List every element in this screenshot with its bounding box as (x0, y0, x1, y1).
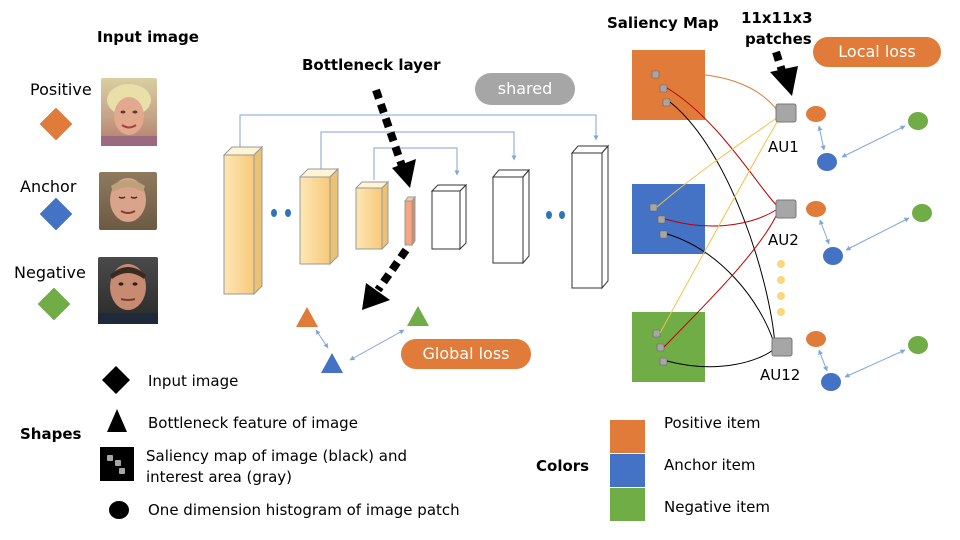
skip-connections (239, 114, 599, 180)
local-loss-pill: Local loss (813, 37, 941, 67)
shapes-legend-title: Shapes (20, 425, 82, 443)
au12-box (771, 337, 793, 357)
patches-arrowhead (770, 66, 798, 96)
triangle-distance-arrows (315, 329, 405, 361)
colors-legend-anchor: Anchor item (664, 456, 756, 474)
diamond-anchor (39, 197, 73, 231)
legend-diamond-icon (102, 366, 130, 394)
legend-triangle-icon (107, 409, 127, 432)
shared-label: shared (497, 79, 553, 98)
ellipsis-dots-left (271, 209, 291, 217)
triangle-negative (407, 306, 429, 326)
negative-label: Negative (14, 263, 86, 282)
bottleneck-layer-title: Bottleneck layer (302, 56, 441, 74)
ellipsis-dots-right (546, 211, 565, 219)
decoder-block-3 (570, 144, 610, 290)
global-loss-label: Global loss (422, 344, 510, 363)
shapes-legend-item-bottleneck: Bottleneck feature of image (148, 414, 358, 432)
au1-box (775, 103, 797, 123)
histograms-au1 (806, 106, 928, 171)
bottleneck-arrowhead-up (362, 283, 390, 310)
triangle-positive (296, 307, 318, 327)
bottleneck-arrowhead-down (392, 159, 416, 188)
au-ellipsis-dots (777, 260, 785, 316)
au12-label: AU12 (760, 366, 801, 384)
patches-label-line1: 11x11x3 (741, 9, 813, 27)
colors-legend-title: Colors (536, 457, 590, 475)
diamond-positive (39, 107, 73, 141)
bottleneck-arrow-down (372, 88, 406, 168)
patches-label-line2: patches (745, 30, 812, 48)
legend-anchor-swatch (610, 454, 645, 487)
histograms-au12 (806, 331, 928, 391)
decoder-block-1 (430, 183, 468, 251)
saliency-map-negative (632, 312, 705, 382)
decoder-block-2 (491, 168, 531, 265)
anchor-face-image (99, 172, 157, 230)
input-image-title: Input image (97, 28, 199, 46)
shapes-legend-item-input: Input image (148, 372, 239, 390)
encoder-block-2 (298, 167, 340, 266)
au2-label: AU2 (768, 231, 799, 249)
legend-circle-icon (109, 501, 129, 519)
saliency-map-title: Saliency Map (607, 14, 719, 32)
encoder-block-1 (222, 145, 264, 296)
saliency-map-anchor (632, 184, 705, 254)
histograms-au2 (806, 201, 932, 265)
anchor-label: Anchor (20, 177, 77, 196)
shapes-legend-item-saliency-1: Saliency map of image (black) and (146, 447, 407, 465)
positive-face-image (101, 78, 157, 146)
colors-legend-positive: Positive item (664, 414, 761, 432)
local-loss-label: Local loss (838, 42, 916, 61)
negative-face-image (98, 257, 158, 324)
saliency-patches (649, 70, 671, 366)
bottleneck-block (404, 195, 416, 247)
positive-label: Positive (30, 80, 92, 99)
saliency-map-positive (632, 50, 705, 120)
shared-pill: shared (475, 73, 575, 105)
histogram-distance-arrows (817, 125, 910, 378)
global-loss-pill: Global loss (401, 339, 531, 369)
au1-label: AU1 (768, 138, 799, 156)
patch-connections (656, 72, 780, 368)
colors-legend-negative: Negative item (664, 498, 770, 516)
triangle-anchor (321, 353, 343, 373)
legend-positive-swatch (610, 420, 645, 453)
diamond-negative (37, 287, 71, 321)
shapes-legend-item-histogram: One dimension histogram of image patch (148, 501, 460, 519)
bottleneck-arrow-up (374, 247, 410, 293)
encoder-block-3 (354, 180, 390, 251)
shapes-legend-item-saliency-2: interest area (gray) (146, 468, 292, 486)
legend-saliency-icon (100, 447, 134, 481)
au2-box (775, 199, 797, 219)
legend-negative-swatch (610, 488, 645, 521)
